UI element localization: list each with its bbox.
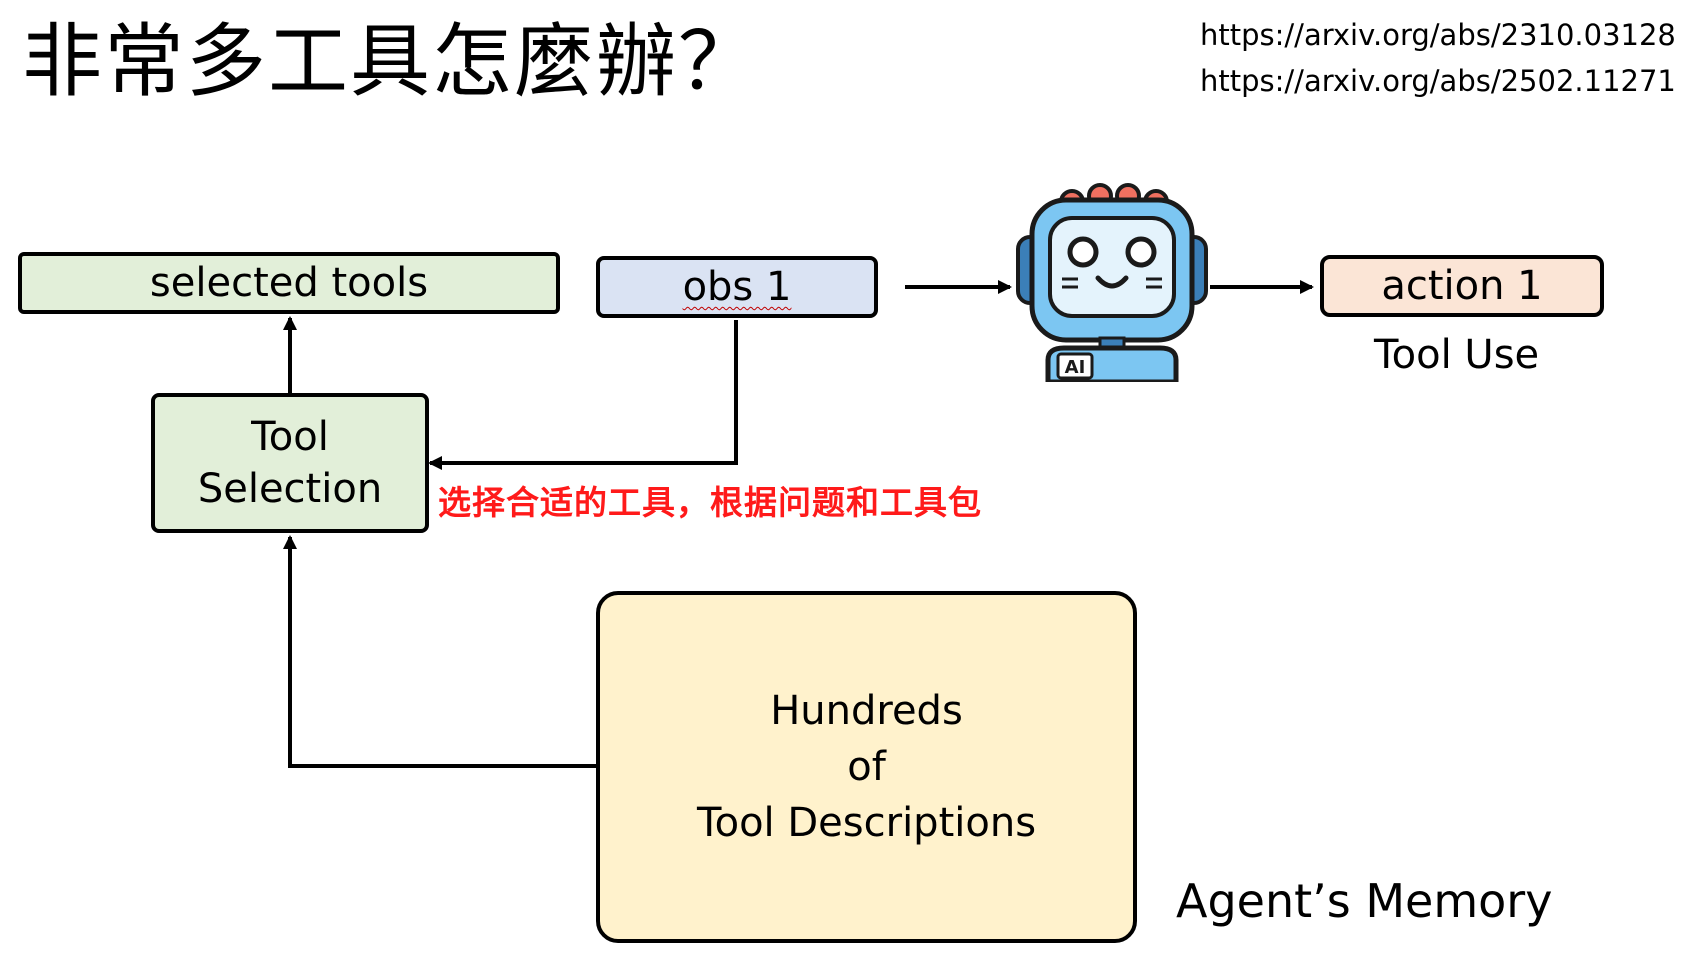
tool-selection-line1: Tool: [251, 414, 329, 460]
tool-selection-line2: Selection: [197, 466, 383, 512]
descriptions-line3: Tool Descriptions: [696, 800, 1037, 846]
reference-links: https://arxiv.org/abs/2310.03128 https:/…: [1200, 12, 1676, 104]
agent-memory-label: Agent’s Memory: [1176, 874, 1553, 928]
tool-selection-box: Tool Selection: [151, 393, 429, 533]
tool-use-label: Tool Use: [1374, 332, 1540, 378]
arrow-descriptions-to-selection: [283, 535, 598, 768]
selected-tools-label: selected tools: [149, 260, 429, 306]
robot-badge-text: AI: [1065, 357, 1086, 378]
reference-link-2[interactable]: https://arxiv.org/abs/2502.11271: [1200, 64, 1676, 98]
selection-annotation: 选择合适的工具，根据问题和工具包: [438, 483, 982, 522]
page-title: 非常多工具怎麼辦？: [22, 15, 760, 108]
obs-label: obs 1: [682, 264, 792, 310]
reference-link-1[interactable]: https://arxiv.org/abs/2310.03128: [1200, 18, 1676, 52]
action-label: action 1: [1381, 263, 1543, 309]
arrow-obs-to-selection: [428, 320, 738, 470]
action-box: action 1: [1320, 255, 1604, 317]
tool-descriptions-box: Hundreds of Tool Descriptions: [596, 591, 1137, 943]
selected-tools-box: selected tools: [18, 252, 560, 314]
robot-agent-icon: AI: [1016, 183, 1208, 382]
descriptions-line2: of: [847, 744, 886, 790]
obs-box: obs 1: [596, 256, 878, 318]
descriptions-line1: Hundreds: [770, 688, 963, 734]
